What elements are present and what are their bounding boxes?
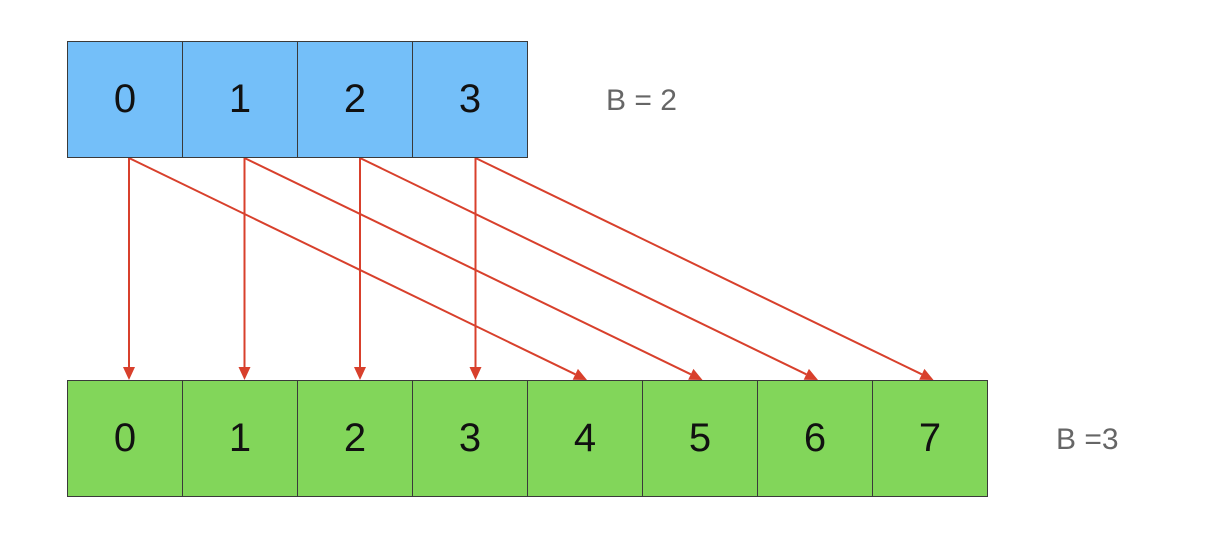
top-array-cell-3: 3 (412, 41, 528, 158)
arrow-1-to-5 (244, 157, 703, 380)
arrow-head (572, 368, 587, 380)
arrow-shaft (359, 157, 807, 376)
bottom-array-cell-0: 0 (67, 380, 183, 497)
arrow-head (469, 367, 482, 380)
bottom-array-cell-2: 2 (297, 380, 413, 497)
arrow-head (919, 368, 934, 380)
arrow-shaft (244, 157, 692, 376)
arrow-head (123, 367, 135, 380)
arrow-2-to-2 (354, 158, 366, 380)
bottom-array-cell-5: 5 (642, 380, 758, 497)
top-array-cell-1: 1 (182, 41, 298, 158)
bottom-array-cell-6: 6 (757, 380, 873, 497)
arrow-head (803, 368, 818, 380)
bottom-array-cell-7: 7 (872, 380, 988, 497)
arrow-3-to-7 (475, 157, 934, 380)
bottom-array-cell-4: 4 (527, 380, 643, 497)
bottom-array-cell-3: 3 (412, 380, 528, 497)
arrow-shaft (475, 157, 923, 376)
bottom-array-label: B =3 (1056, 423, 1119, 456)
arrow-3-to-3 (469, 158, 482, 380)
bottom-array-cell-1: 1 (182, 380, 298, 497)
arrow-head (354, 367, 366, 380)
arrow-shaft (128, 157, 576, 376)
top-array-cell-2: 2 (297, 41, 413, 158)
arrow-1-to-1 (238, 158, 251, 380)
arrow-0-to-0 (123, 158, 135, 380)
top-array-label: B = 2 (606, 84, 677, 117)
top-array-cell-0: 0 (67, 41, 183, 158)
arrow-2-to-6 (359, 157, 818, 380)
arrow-head (238, 367, 251, 380)
arrow-head (688, 368, 703, 380)
arrow-0-to-4 (128, 157, 587, 380)
